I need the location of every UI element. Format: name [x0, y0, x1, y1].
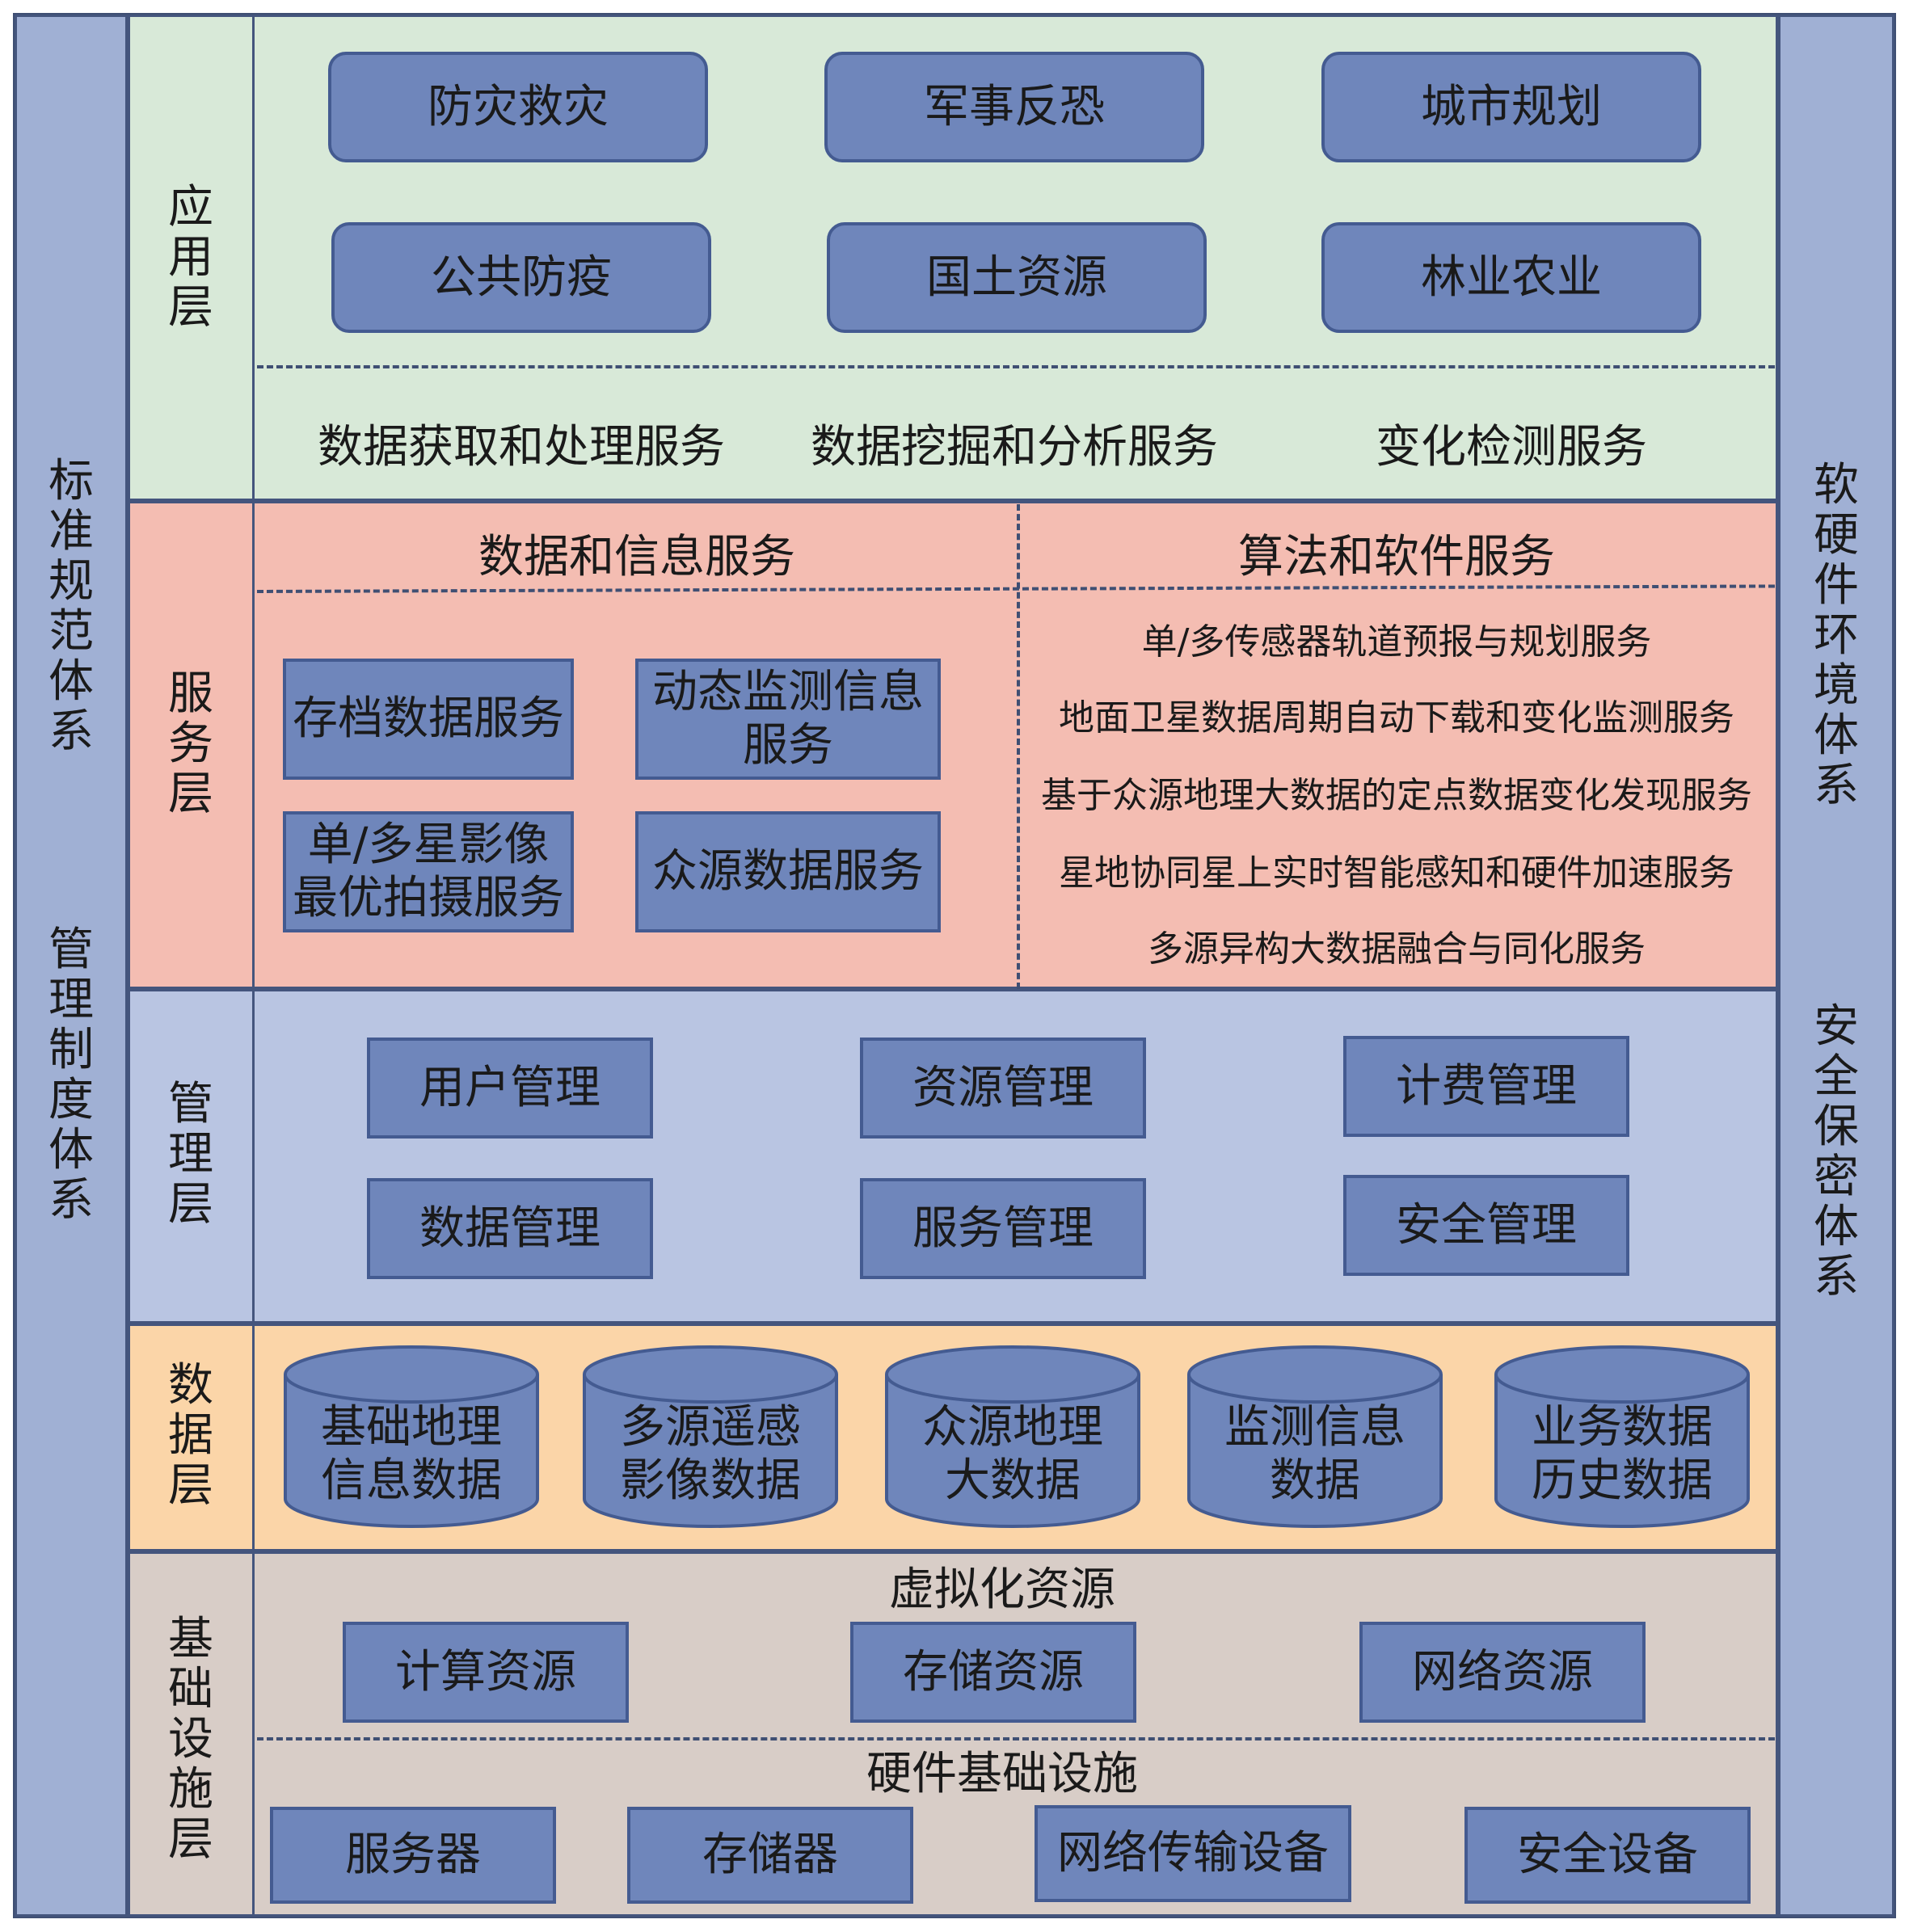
service-layer-label-cell	[128, 501, 255, 989]
app-public-epidemic-prevention: 公共防疫	[331, 222, 711, 333]
database-cylinder-icon	[583, 1345, 838, 1528]
algo-ground-download: 地面卫星数据周期自动下载和变化监测服务	[1059, 697, 1734, 739]
resource-management: 资源管理	[860, 1038, 1146, 1139]
hardware-infrastructure-title: 硬件基础设施	[866, 1748, 1138, 1800]
database-cylinder-icon	[885, 1345, 1140, 1528]
service-change-detection: 变化检测服务	[1376, 421, 1647, 474]
archive-data-service: 存档数据服务	[283, 659, 574, 780]
security-device: 安全设备	[1464, 1807, 1751, 1904]
data-store-label-line2: 大数据	[945, 1454, 1081, 1507]
data-store-label-line1: 监测信息	[1224, 1401, 1405, 1454]
right-environment-bar	[1778, 15, 1894, 1917]
data-store-label-line2: 数据	[1270, 1454, 1360, 1507]
infrastructure-layer-label-cell	[128, 1551, 255, 1917]
standards-system-label: 标准规范体系	[48, 455, 94, 758]
infrastructure-layer-label: 基础设施层	[168, 1613, 213, 1866]
data-store-cylinder: 业务数据历史数据	[1494, 1345, 1751, 1529]
data-store-label-line1: 众源地理	[922, 1401, 1103, 1454]
data-store-label-line1: 多源遥感	[620, 1401, 801, 1454]
optimal-imaging-service: 单/多星影像最优拍摄服务	[283, 811, 574, 932]
database-cylinder-icon	[1494, 1345, 1750, 1528]
service-vertical-divider	[1017, 504, 1020, 989]
infrastructure-divider	[257, 1737, 1775, 1740]
app-urban-planning: 城市规划	[1321, 52, 1701, 162]
crowdsourced-data-service: 众源数据服务	[635, 811, 941, 932]
user-management: 用户管理	[367, 1038, 653, 1139]
billing-management: 计费管理	[1343, 1036, 1629, 1137]
database-cylinder-icon	[1187, 1345, 1443, 1528]
data-store-cylinder: 众源地理大数据	[884, 1345, 1141, 1529]
application-divider	[257, 365, 1775, 368]
management-system-label: 管理制度体系	[48, 924, 94, 1227]
algo-onboard-intelligence: 星地协同星上实时智能感知和硬件加速服务	[1059, 852, 1734, 894]
app-disaster-relief: 防灾救灾	[328, 52, 708, 162]
data-store-label-line2: 信息数据	[321, 1454, 502, 1507]
app-land-resources: 国土资源	[827, 222, 1207, 333]
security-system-label: 安全保密体系	[1814, 1000, 1859, 1303]
left-standards-bar	[15, 15, 128, 1917]
management-layer-label: 管理层	[168, 1078, 213, 1231]
storage-device: 存储器	[627, 1807, 913, 1904]
data-info-services-title: 数据和信息服务	[478, 531, 795, 583]
app-military-counterterrorism: 军事反恐	[824, 52, 1204, 162]
network-resources: 网络资源	[1359, 1622, 1646, 1723]
algo-multisource-fusion: 多源异构大数据融合与同化服务	[1148, 928, 1646, 970]
app-forestry-agriculture: 林业农业	[1321, 222, 1701, 333]
service-data-mining: 数据挖掘和分析服务	[811, 421, 1218, 474]
compute-resources: 计算资源	[343, 1622, 629, 1723]
service-layer-label: 服务层	[168, 667, 213, 820]
algo-orbit-forecast: 单/多传感器轨道预报与规划服务	[1141, 621, 1652, 663]
security-management: 安全管理	[1343, 1175, 1629, 1276]
data-store-label-line2: 历史数据	[1532, 1454, 1713, 1507]
data-store-cylinder: 基础地理信息数据	[283, 1345, 540, 1529]
data-store-label-line1: 业务数据	[1532, 1401, 1713, 1454]
virtualized-resources-title: 虚拟化资源	[889, 1564, 1115, 1616]
data-layer-label-cell	[128, 1324, 255, 1551]
service-data-acquisition: 数据获取和处理服务	[318, 421, 725, 474]
environment-system-label: 软硬件环境体系	[1814, 459, 1859, 812]
application-layer-label-cell	[128, 15, 255, 501]
management-layer-label-cell	[128, 989, 255, 1324]
data-store-cylinder: 多源遥感影像数据	[582, 1345, 839, 1529]
database-cylinder-icon	[284, 1345, 539, 1528]
application-layer-label: 应用层	[168, 181, 213, 334]
network-transmission-device: 网络传输设备	[1035, 1805, 1351, 1902]
storage-resources: 存储资源	[850, 1622, 1136, 1723]
service-management: 服务管理	[860, 1178, 1146, 1279]
data-layer-label: 数据层	[168, 1359, 213, 1512]
dynamic-monitoring-service: 动态监测信息服务	[635, 659, 941, 780]
algorithm-software-services-title: 算法和软件服务	[1238, 531, 1555, 583]
server-device: 服务器	[270, 1807, 556, 1904]
data-store-cylinder: 监测信息数据	[1186, 1345, 1443, 1529]
data-management: 数据管理	[367, 1178, 653, 1279]
data-store-label-line2: 影像数据	[620, 1454, 801, 1507]
algo-fixed-point-change: 基于众源地理大数据的定点数据变化发现服务	[1041, 775, 1752, 816]
data-store-label-line1: 基础地理	[321, 1401, 502, 1454]
